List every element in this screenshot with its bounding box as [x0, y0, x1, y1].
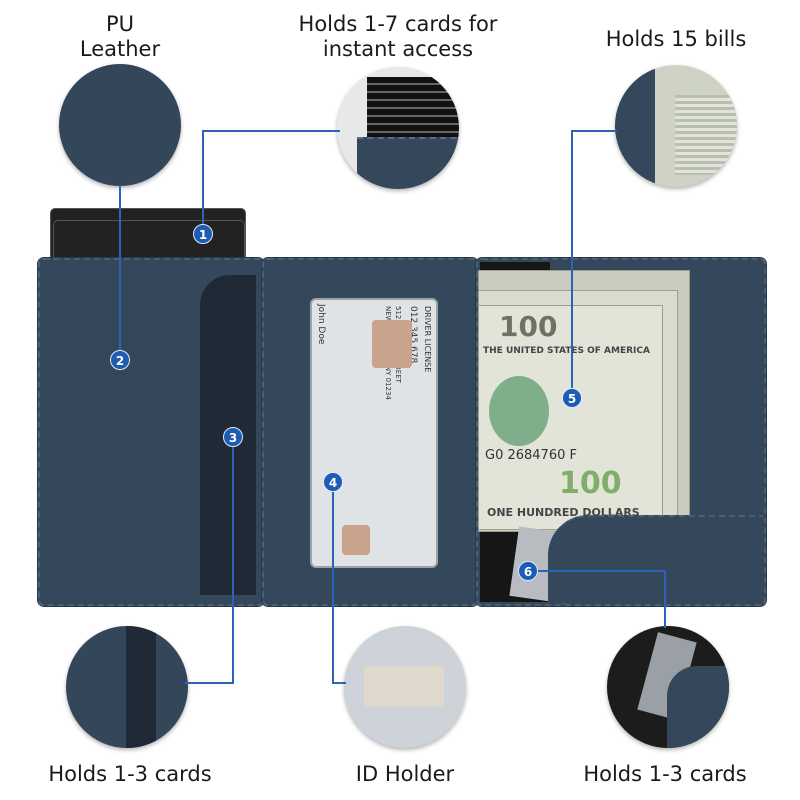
id-number: 012 345 678: [408, 306, 418, 364]
connector-6: [528, 570, 666, 572]
connector-3: [232, 437, 234, 684]
leather-pocket: [667, 666, 729, 748]
leather-pocket: [357, 137, 459, 189]
bill-seal: [489, 376, 549, 446]
id-photo: [364, 666, 444, 706]
cards-detail-circle: [337, 67, 459, 189]
leather-edge: [615, 65, 655, 187]
connector-5: [571, 130, 573, 398]
label-line: PU: [105, 12, 135, 36]
connector-1: [202, 130, 204, 234]
label-right-cards: Holds 1-3 cards: [583, 762, 747, 786]
badge-3: 3: [223, 427, 243, 447]
bill-serial: G0 2684760 F: [485, 448, 577, 463]
id-small-photo: [342, 525, 370, 555]
connector-1: [202, 130, 340, 132]
label-line: Leather: [79, 37, 161, 61]
label-cards-access: Holds 1-7 cards for instant access: [299, 12, 498, 62]
leather-detail-circle: [59, 64, 181, 186]
card-slot: [126, 626, 156, 748]
bill-denomination-top: 100: [499, 310, 558, 343]
connector-3: [185, 682, 234, 684]
id-window: John Doe DRIVER LICENSE 012 345 678 5123…: [310, 298, 438, 568]
id-detail-circle: [344, 626, 466, 748]
connector-2: [119, 185, 121, 360]
card-stack: [367, 77, 459, 137]
label-bills: Holds 15 bills: [605, 27, 747, 51]
bill-top-text: THE UNITED STATES OF AMERICA: [483, 346, 650, 356]
bill-denomination-bottom: 100: [559, 466, 622, 501]
connector-5: [571, 130, 617, 132]
badge-1: 1: [193, 224, 213, 244]
left-cards-detail-circle: [66, 626, 188, 748]
label-line: instant access: [322, 37, 474, 61]
connector-4: [332, 682, 346, 684]
label-line: Holds 1-7 cards for: [298, 12, 498, 36]
label-pu-leather: PU Leather: [80, 12, 160, 62]
badge-6: 6: [518, 561, 538, 581]
bill-stack: [675, 95, 737, 175]
bill-front: 100 THE UNITED STATES OF AMERICA G0 2684…: [478, 305, 663, 530]
badge-5: 5: [562, 388, 582, 408]
badge-4: 4: [323, 472, 343, 492]
badge-2: 2: [110, 350, 130, 370]
id-photo: [372, 320, 412, 368]
connector-4: [332, 482, 334, 684]
id-name: John Doe: [316, 304, 326, 345]
connector-6: [664, 570, 666, 628]
label-left-cards: Holds 1-3 cards: [48, 762, 212, 786]
label-id-holder: ID Holder: [355, 762, 455, 786]
right-cards-detail-circle: [607, 626, 729, 748]
id-title: DRIVER LICENSE: [423, 306, 432, 373]
bills-detail-circle: [615, 65, 737, 187]
right-card-pocket: [548, 515, 763, 603]
